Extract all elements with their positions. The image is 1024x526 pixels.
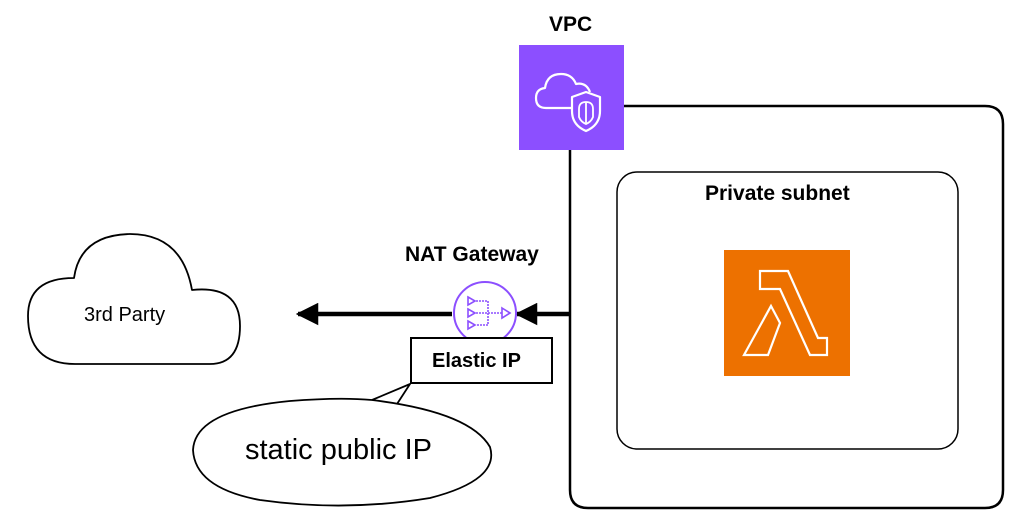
nat-gateway-icon[interactable] [453,281,517,345]
vpc-icon[interactable] [519,45,624,150]
third-party-cloud[interactable] [27,233,241,365]
elastic-ip-box[interactable] [410,337,553,384]
nat-gateway-label: NAT Gateway [405,243,539,266]
private-subnet-label: Private subnet [705,182,850,205]
lambda-icon[interactable] [724,250,850,376]
vpc-label: VPC [549,13,593,36]
callout-bubble[interactable] [192,382,493,507]
third-party-label: 3rd Party [84,304,166,326]
private-subnet-box[interactable] [616,171,959,450]
elastic-ip-label: Elastic IP [432,350,521,372]
vpc-group-box[interactable] [568,104,1005,510]
callout-label: static public IP [245,434,432,466]
